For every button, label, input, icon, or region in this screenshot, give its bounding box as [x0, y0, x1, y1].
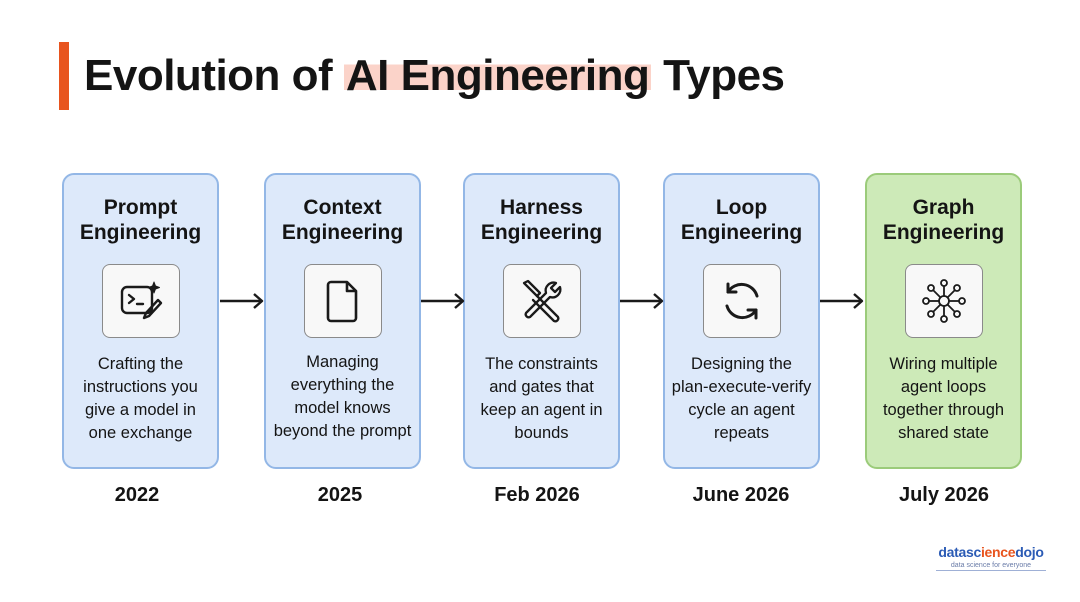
document-icon [326, 280, 358, 323]
brand-underline [936, 570, 1046, 571]
stage-title: Graph Engineering [882, 196, 1005, 244]
stage-title: Harness Engineering [480, 196, 603, 244]
stage-year: 2022 [114, 484, 160, 506]
title-highlight: AI Engineering [343, 51, 652, 100]
title-prefix: Evolution of [84, 51, 344, 100]
stage-year: July 2026 [898, 484, 990, 506]
stage-description: Designing the plan-execute-verify cycle … [671, 355, 812, 442]
title-accent-bar [59, 42, 69, 110]
tools-icon [522, 279, 562, 323]
brand-tagline: data science for everyone [950, 562, 1032, 569]
refresh-loop-icon [725, 282, 759, 320]
stage-card-graph: Graph Engineering Wiring multiple agent … [865, 173, 1022, 469]
icon-frame [703, 264, 781, 338]
stage-card-prompt: Prompt Engineering Crafting the instruct… [62, 173, 219, 469]
arrow-right-icon [220, 293, 264, 309]
icon-frame [102, 264, 180, 338]
stage-description: The constraints and gates that keep an a… [480, 355, 603, 442]
stage-description: Managing everything the model knows beyo… [273, 353, 412, 440]
brand-logo: datasciencedojo [938, 544, 1044, 560]
stage-year: June 2026 [692, 484, 790, 506]
arrow-right-icon [820, 293, 864, 309]
title-suffix: Types [651, 51, 785, 100]
stage-description: Wiring multiple agent loops together thr… [882, 355, 1005, 442]
stage-year: Feb 2026 [494, 484, 580, 506]
icon-frame [304, 264, 382, 338]
stage-title: Prompt Engineering [79, 196, 202, 244]
stage-card-context: Context Engineering Managing everything … [264, 173, 421, 469]
stage-year: 2025 [317, 484, 363, 506]
stage-title: Context Engineering [281, 196, 404, 244]
stage-description: Crafting the instructions you give a mod… [83, 355, 198, 442]
arrow-right-icon [620, 293, 664, 309]
arrow-right-icon [421, 293, 465, 309]
icon-frame [905, 264, 983, 338]
stage-card-loop: Loop Engineering Designing the plan-exec… [663, 173, 820, 469]
stage-card-harness: Harness Engineering The constraints and … [463, 173, 620, 469]
terminal-sparkle-icon [120, 281, 163, 320]
network-graph-icon [922, 279, 966, 323]
page-title: Evolution of AI Engineering Types [84, 44, 785, 108]
icon-frame [503, 264, 581, 338]
stage-title: Loop Engineering [680, 196, 803, 244]
